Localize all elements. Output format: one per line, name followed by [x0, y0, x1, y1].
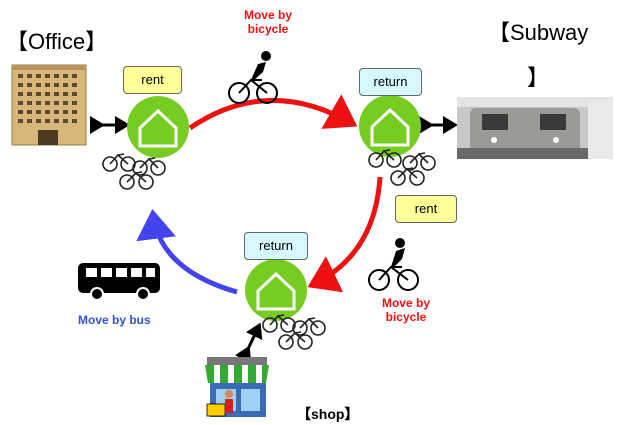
subway-label-line2: 】 [527, 65, 550, 90]
office-label: 【Office】 [6, 29, 108, 54]
subway-label-line1: 【Subway [488, 20, 589, 45]
arrow-shop-station [234, 322, 263, 364]
shop-return-tag: return [244, 232, 308, 260]
subway-return-tag: return [359, 68, 422, 96]
move-by-bicycle-top-line2: bicycle [247, 22, 289, 36]
move-by-bicycle-top-line1: Move by [243, 8, 292, 22]
shop-label: 【shop】 [297, 406, 359, 422]
station-subway-node [359, 95, 421, 157]
bicycle-icon [262, 314, 326, 350]
station-shop-node [245, 259, 307, 321]
move-by-bicycle-right-line2: bicycle [385, 310, 427, 324]
subway-rent-tag: rent [395, 195, 457, 223]
move-by-bicycle-top: Move by bicycle [238, 8, 298, 36]
cyclist-icon [228, 51, 278, 104]
move-by-bus-label: Move by bus [78, 313, 151, 327]
move-by-bicycle-right-line1: Move by [381, 296, 430, 310]
bicycle-icon [368, 149, 436, 186]
bicycle-icon [102, 153, 166, 190]
arrow-office-to-subway [188, 94, 358, 131]
station-office-node [127, 96, 189, 158]
cyclist-icon [368, 238, 419, 291]
office-rent-tag: rent [123, 66, 182, 94]
arrow-shop-to-office [136, 209, 238, 295]
arrow-subway-to-shop [307, 176, 383, 293]
move-by-bicycle-right: Move by bicycle [375, 296, 437, 324]
